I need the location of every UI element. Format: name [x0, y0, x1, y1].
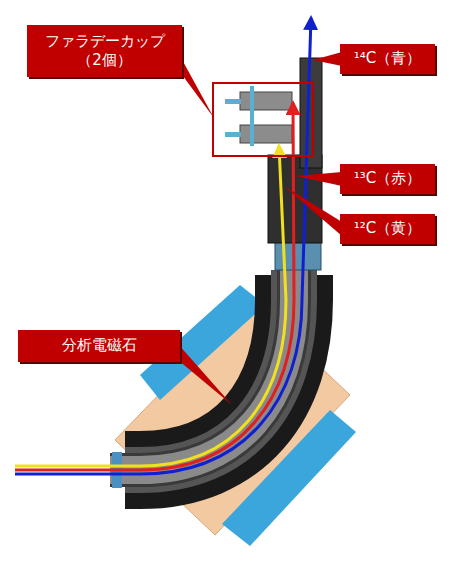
cup-highlight	[213, 83, 313, 156]
cup-connector	[225, 99, 241, 104]
callout-box: ファラデーカップ （2個）	[27, 25, 182, 77]
callout-box: 分析電磁石	[18, 330, 180, 362]
callout-label: ¹⁴C（青）	[354, 49, 422, 69]
faraday-cup	[240, 92, 292, 110]
callout-label: ¹³C（赤）	[354, 169, 422, 189]
callout-pointer	[180, 56, 214, 118]
cup-connector	[225, 132, 241, 137]
cup-support	[250, 86, 254, 146]
beam-13c	[15, 103, 294, 470]
callout-label: 分析電磁石	[62, 336, 137, 356]
callout-label: ファラデーカップ （2個）	[33, 32, 176, 71]
callout-box: ¹²C（黄）	[340, 214, 435, 244]
callout-pointer	[284, 186, 342, 236]
detector-pipe	[300, 58, 322, 168]
callout-box: ¹³C（赤）	[340, 164, 435, 194]
callout-box: ¹⁴C（青）	[340, 44, 435, 74]
beam-14c	[15, 18, 311, 474]
callout-pointer	[178, 344, 232, 405]
faraday-cup	[240, 125, 292, 143]
beam-12c	[15, 146, 286, 466]
callout-pointer	[313, 52, 342, 66]
callout-pointer	[296, 172, 342, 186]
column-flange	[275, 240, 321, 270]
callout-label: ¹²C（黄）	[354, 219, 422, 239]
